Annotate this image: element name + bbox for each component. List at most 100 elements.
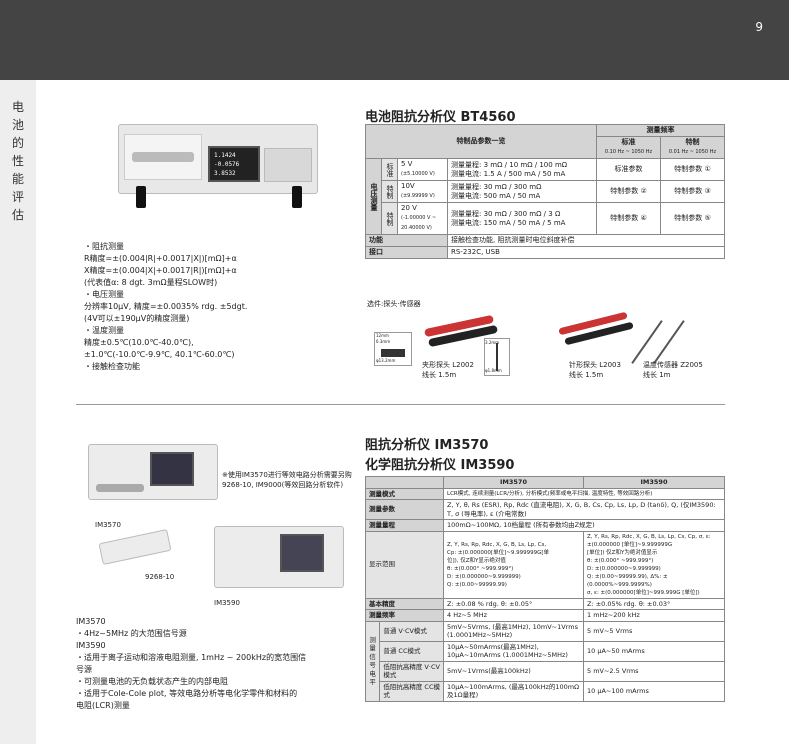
row-kind: 标准: [381, 158, 398, 181]
dim-label: 3.2mm: [485, 340, 500, 345]
sidebar: [0, 80, 36, 744]
lvl-im3590: 10 μA~50 mArms: [583, 640, 725, 662]
spec-line: ・接触检查功能: [84, 362, 140, 371]
spec-line: (代表值α: 8 dgt. 3mΩ量程SLOW时): [84, 278, 218, 287]
lvl-im3570: 5mV~5Vrms, (最高1MHz), 10mV~1Vrms (1.0001M…: [443, 620, 584, 642]
desc-line: 电阻(LCR)测量: [76, 701, 130, 710]
desc-line: ・可测量电池的无负载状态产生的内部电阻: [76, 677, 228, 686]
im-spec-table: IM3570 IM3590 测量模式 LCR模式, 连续测量(LCR/分析), …: [364, 476, 725, 702]
row-custom: 特制参数 ⑤: [660, 202, 725, 235]
param-label: 测量参数: [365, 499, 444, 520]
lvl-mode: 低阻抗高精度 V·CV模式: [379, 660, 444, 682]
acc-label: 基本精度: [365, 597, 444, 610]
im3570-title: 阻抗分析仪 IM3570: [365, 438, 489, 453]
lvl-mode: 低阻抗高精度 CC模式: [379, 680, 444, 702]
row-voltage: 20 V(-1.00000 V ~ 20.40000 V): [397, 202, 448, 235]
row-std: 标准参数: [596, 158, 661, 181]
freq-label: 测量频率: [365, 609, 444, 622]
lvl-im3590: 5 mV~5 Vrms: [583, 620, 725, 642]
row-kind: 特制: [381, 180, 398, 203]
lvl-label: 测量信号电平: [364, 620, 381, 702]
row-voltage: 10V(±9.99999 V): [397, 180, 448, 203]
pin-dimension-diagram: [484, 338, 510, 376]
bt4560-spec-list: ・阻抗测量 R精度=±(0.004|R|+0.0017|X|)[mΩ]+α X精…: [84, 241, 247, 373]
image-label-im3570: IM3570: [95, 521, 121, 529]
func-label: 功能: [365, 234, 448, 247]
spec-line: 分辨率10μV, 精度=±0.0035% rdg. ±5dgt.: [84, 302, 248, 311]
disp-label: 显示范围: [365, 530, 444, 599]
dim-label: φ13.2mm: [376, 358, 396, 363]
sidebar-title: 电池的性能评估: [11, 100, 24, 222]
th-freq: 测量频率: [596, 124, 725, 137]
range-value: 100mΩ~100MΩ, 10档量程 (所有参数均由Z规定): [443, 519, 725, 532]
range-label: 测量量程: [365, 519, 444, 532]
dim-label: 6.3mm: [376, 339, 391, 344]
row-std: 特制参数 ④: [596, 202, 661, 235]
desc-line: IM3590: [76, 641, 106, 650]
freq-im3590: 1 mHz~200 kHz: [583, 609, 725, 622]
spec-line: R精度=±(0.004|R|+0.0017|X|)[mΩ]+α: [84, 254, 237, 263]
acc-im3570: Z: ±0.08 % rdg. θ: ±0.05°: [443, 597, 584, 610]
page-number: 9: [755, 20, 763, 34]
acc-im3590: Z: ±0.05% rdg. θ: ±0.03°: [583, 597, 725, 610]
desc-line: IM3570: [76, 617, 106, 626]
dim-label: φ1.8mm: [485, 368, 502, 373]
bt4560-device-image: 1.1424 -0.0576 3.8532: [118, 124, 318, 210]
desc-line: ・适用于离子运动和溶液电阻测量, 1mHz ~ 200kHz的宽范围信: [76, 653, 307, 662]
lvl-mode: 普通 V·CV模式: [379, 620, 444, 642]
mode-label: 测量模式: [365, 487, 444, 500]
im3590-title: 化学阻抗分析仪 IM3590: [365, 458, 515, 473]
param-value: Z, Y, θ, Rs (ESR), Rp, Rdc (直流电阻), X, G,…: [443, 499, 725, 520]
spec-line: X精度=±(0.004|X|+0.0017|R|)[mΩ]+α: [84, 266, 237, 275]
spec-line: ・阻抗测量: [84, 242, 124, 251]
disp-im3590: Z, Y, Rs, Rp, Rdc, X, G, B, Ls, Lp, Cs, …: [583, 530, 725, 599]
desc-line: ・4Hz~5MHz 的大范围信号源: [76, 629, 187, 638]
im-description: IM3570 ・4Hz~5MHz 的大范围信号源 IM3590 ・适用于离子运动…: [76, 616, 306, 712]
mode-value: LCR模式, 连续测量(LCR/分析), 分析模式(频率或电平扫描, 温度特性,…: [443, 487, 725, 500]
spec-line: (4V可以±190μV的精度测量): [84, 314, 190, 323]
screen-line-3: 3.8532: [214, 170, 236, 177]
desc-line: ・适用于Cole-Cole plot, 等效电路分析等电化学零件和材料的: [76, 689, 298, 698]
section-divider: [76, 404, 725, 405]
lvl-im3590: 5 mV~2.5 Vrms: [583, 660, 725, 682]
im3570-device-image: [88, 444, 218, 514]
lvl-im3590: 10 μA~100 mArms: [583, 680, 725, 702]
row-voltage: 5 V(±5.10000 V): [397, 158, 448, 181]
page-header: 9: [0, 0, 789, 80]
lvl-im3570: 10μA~50mArms(最高1MHz), 10μA~10mArms (1.00…: [443, 640, 584, 662]
if-value: RS-232C, USB: [447, 246, 725, 259]
spec-line: 精度±0.5℃(10.0℃-40.0℃),: [84, 338, 194, 347]
lvl-im3570: 10μA~100mArms, (最高100kHz的100mΩ及1Ω量程): [443, 680, 584, 702]
im-note: ※使用IM3570进行等效电路分析需要另购9268-10, IM9000(等效回…: [222, 471, 352, 489]
lvl-im3570: 5mV~1Vrms(最高100kHz): [443, 660, 584, 682]
voltage-group: 电压测量: [365, 158, 382, 235]
row-custom: 特制参数 ③: [660, 180, 725, 203]
freq-im3570: 4 Hz~5 MHz: [443, 609, 584, 622]
clip-dimension-diagram: [374, 332, 412, 366]
probe-images: 12mm 6.3mm φ13.2mm 3.2mm φ1.8mm: [368, 311, 728, 384]
row-custom: 特制参数 ①: [660, 158, 725, 181]
if-label: 接口: [365, 246, 448, 259]
func-value: 接触检查功能, 阻抗测量时电位斜度补偿: [447, 234, 725, 247]
row-kind: 特制: [381, 202, 398, 235]
bt4560-title: 电池阻抗分析仪 BT4560: [365, 110, 516, 125]
options-label: 选件:探头·传感器: [367, 300, 421, 308]
th-im3590: IM3590: [583, 476, 725, 489]
fixture-9268-image: [96, 528, 176, 568]
im3590-device-image: [214, 526, 344, 594]
image-label-im3590: IM3590: [214, 599, 240, 607]
spec-line: ・温度测量: [84, 326, 124, 335]
spec-line: ・电压测量: [84, 290, 124, 299]
th-params: 特制品参数一览: [365, 124, 597, 159]
image-label-9268: 9268-10: [145, 573, 175, 581]
lvl-mode: 普通 CC模式: [379, 640, 444, 662]
dim-label: 12mm: [376, 333, 389, 338]
